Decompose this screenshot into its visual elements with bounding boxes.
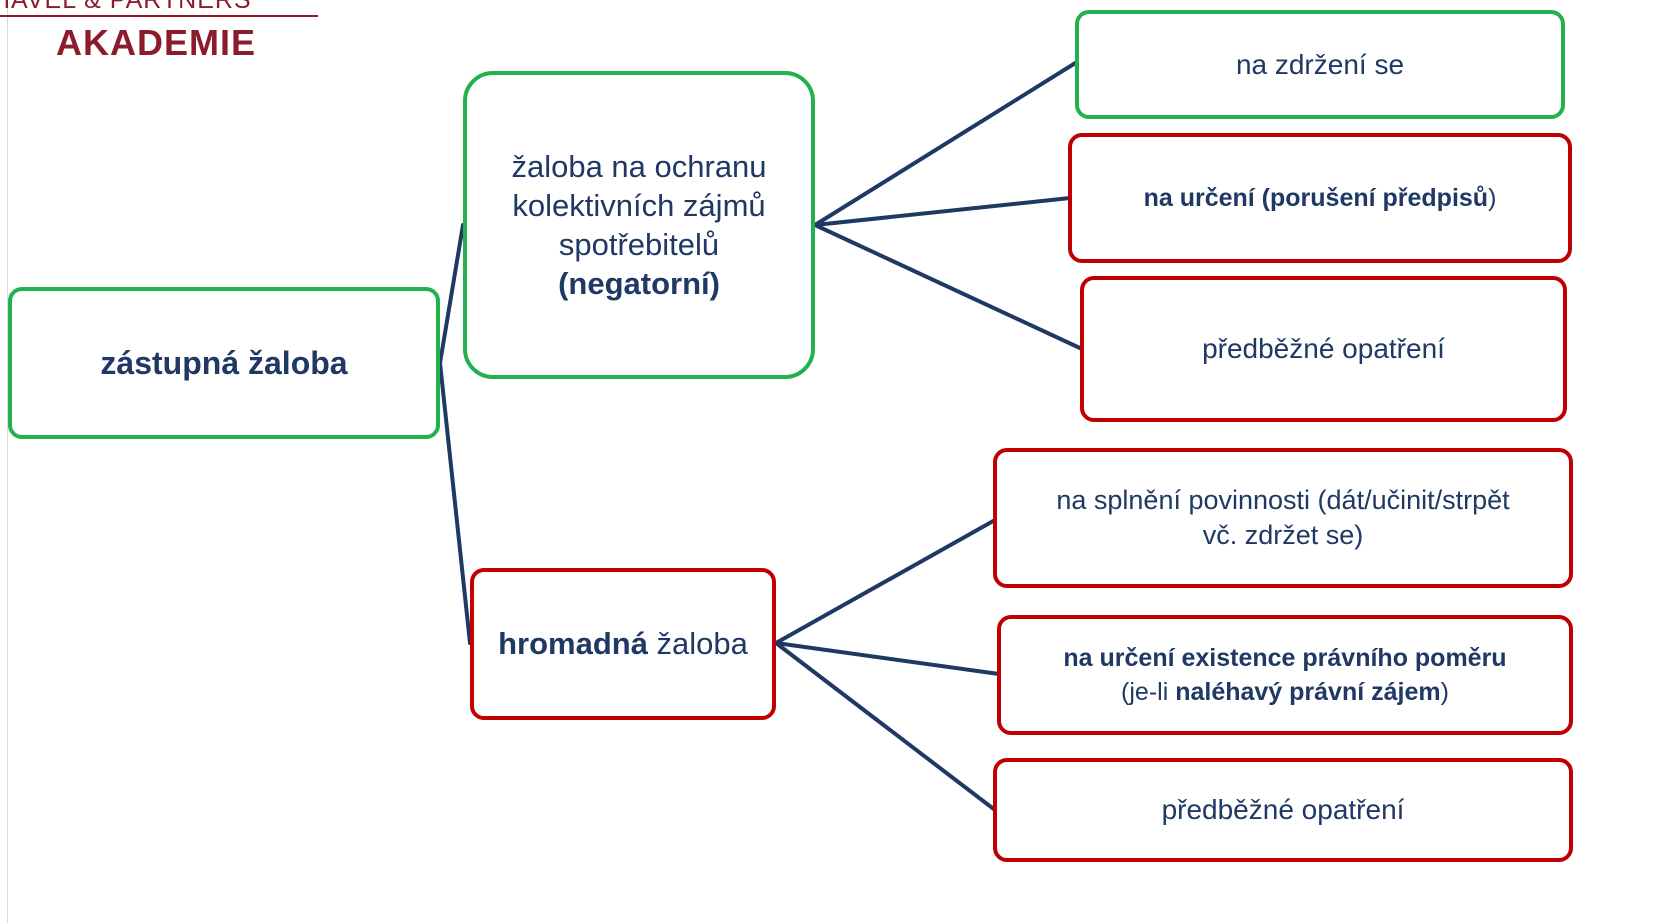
- page-left-rule: [7, 0, 8, 923]
- node-determination-violation: na určení (porušení předpisů): [1068, 133, 1572, 263]
- collective-line-4: (negatorní): [558, 266, 720, 301]
- existence-interest: naléhavý právní zájem: [1175, 678, 1441, 706]
- collective-line-1: žaloba na ochranu: [511, 149, 767, 184]
- logo-divider: [0, 15, 318, 17]
- node-existence: na určení existence právního poměru (je-…: [997, 615, 1573, 735]
- determination-bold: na určení (porušení předpisů: [1143, 183, 1489, 212]
- connector-class-performance: [774, 518, 997, 645]
- logo-name: AKADEMIE: [56, 22, 257, 63]
- existence-open: (je-li: [1121, 678, 1176, 706]
- node-zastupna-zaloba: zástupná žaloba: [8, 287, 440, 439]
- connector-class-existence: [774, 641, 1001, 676]
- preliminary-collective-label: předběžné opatření: [1202, 333, 1445, 364]
- connector-collective-abstention: [813, 60, 1079, 227]
- collective-line-2: kolektivních zájmů: [512, 188, 766, 223]
- connector-class-preliminary: [774, 641, 997, 812]
- node-preliminary-collective: předběžné opatření: [1080, 276, 1567, 422]
- performance-line-2: vč. zdržet se): [1202, 520, 1364, 550]
- collective-line-3: spotřebitelů: [558, 227, 720, 262]
- preliminary-class-label: předběžné opatření: [1161, 794, 1405, 825]
- logo-top-line: HAVEL & PARTNERS: [0, 0, 322, 8]
- node-class-action: hromadná žaloba: [470, 568, 776, 720]
- class-action-rest: žaloba: [647, 626, 748, 661]
- connector-root-collective: [438, 223, 465, 365]
- node-abstention: na zdržení se: [1075, 10, 1565, 119]
- class-action-bold: hromadná: [498, 626, 648, 661]
- existence-bold: na určení existence právního poměru: [1063, 644, 1507, 672]
- determination-end: ): [1488, 183, 1497, 212]
- performance-line-1: na splnění povinnosti (dát/učinit/strpět: [1056, 485, 1510, 515]
- connector-collective-determination: [813, 196, 1072, 227]
- connector-root-class: [438, 361, 472, 645]
- connector-collective-preliminary: [813, 223, 1084, 351]
- node-performance: na splnění povinnosti (dát/učinit/strpět…: [993, 448, 1573, 588]
- existence-close: ): [1440, 678, 1449, 706]
- node-collective-action: žaloba na ochranu kolektivních zájmů spo…: [463, 71, 815, 379]
- node-preliminary-class: předběžné opatření: [993, 758, 1573, 862]
- abstention-label: na zdržení se: [1235, 48, 1405, 80]
- node-zastupna-zaloba-label: zástupná žaloba: [100, 344, 348, 381]
